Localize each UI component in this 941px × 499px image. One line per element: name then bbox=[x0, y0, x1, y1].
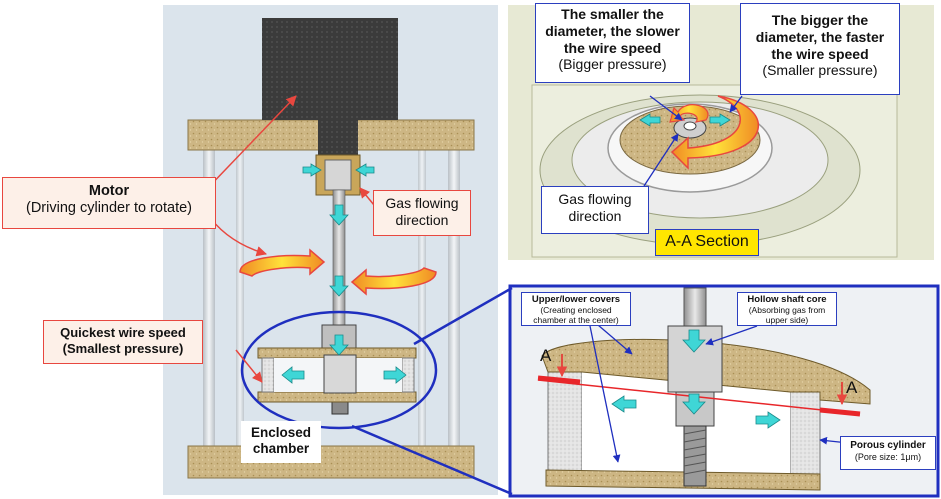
cyan-arrow-icon bbox=[639, 113, 661, 127]
section-leader-lines bbox=[643, 95, 743, 187]
hollow-sub1: (Absorbing gas from bbox=[748, 304, 826, 315]
section-line-right-thick bbox=[819, 407, 861, 417]
section-gas-line2: direction bbox=[568, 207, 622, 224]
motor-callout: Motor (Driving cylinder to rotate) bbox=[2, 177, 216, 229]
motor-title: Motor bbox=[88, 183, 130, 199]
quickest-speed-callout: Quickest wire speed (Smallest pressure) bbox=[43, 320, 203, 364]
porous-wall-left bbox=[261, 357, 275, 393]
zoom-porous-right bbox=[789, 391, 821, 475]
smaller-line2: diameter, the slower bbox=[545, 22, 680, 39]
zoom-porous-left bbox=[547, 371, 583, 473]
enclosed-line1: Enclosed bbox=[250, 425, 312, 440]
bottom-cork-plate bbox=[187, 445, 475, 479]
bigger-diameter-callout: The bigger the diameter, the faster the … bbox=[740, 3, 900, 95]
motor-block bbox=[262, 18, 398, 120]
cyan-arrow-icon bbox=[355, 163, 375, 177]
smaller-line3: the wire speed bbox=[563, 39, 662, 56]
enclosed-chamber-label: Enclosed chamber bbox=[241, 421, 321, 463]
inner-left-rod bbox=[236, 150, 244, 450]
hollow-title: Hollow shaft core bbox=[747, 294, 827, 305]
section-gas-line1: Gas flowing bbox=[558, 191, 632, 207]
section-label-badge: A-A Section bbox=[655, 229, 759, 256]
smaller-diameter-callout: The smaller the diameter, the slower the… bbox=[535, 3, 690, 83]
coupling-core bbox=[324, 159, 352, 191]
porous-cylinder-callout: Porous cylinder (Pore size: 1μm) bbox=[840, 436, 936, 470]
yellow-rotation-arrow-icon bbox=[670, 95, 760, 170]
hollow-shaft-callout: Hollow shaft core (Absorbing gas from up… bbox=[737, 292, 837, 326]
covers-sub2: chamber at the center) bbox=[533, 314, 619, 325]
highlight-ellipse bbox=[240, 310, 438, 430]
cyan-arrow-icon bbox=[329, 204, 349, 226]
bigger-line2: diameter, the faster bbox=[755, 28, 885, 45]
bigger-sub: (Smaller pressure) bbox=[762, 62, 878, 79]
main-flow-arrows bbox=[281, 163, 407, 384]
enclosed-line2: chamber bbox=[252, 441, 310, 457]
cyan-arrow-icon bbox=[281, 366, 305, 384]
smaller-line1: The smaller the bbox=[561, 6, 664, 22]
cyan-arrow-icon bbox=[329, 275, 349, 297]
smaller-sub: (Bigger pressure) bbox=[558, 56, 667, 73]
main-apparatus-view bbox=[163, 5, 498, 495]
section-gas-flow-callout: Gas flowing direction bbox=[541, 186, 649, 234]
hub-body-front bbox=[323, 354, 357, 394]
motor-subtitle: (Driving cylinder to rotate) bbox=[26, 200, 192, 217]
covers-title: Upper/lower covers bbox=[531, 294, 621, 305]
zoom-lower-cover bbox=[545, 469, 821, 491]
quickest-line1: Quickest wire speed bbox=[60, 325, 186, 340]
center-shaft-hole bbox=[683, 121, 697, 131]
gas-flow-callout: Gas flowing direction bbox=[373, 190, 471, 236]
porous-title: Porous cylinder bbox=[850, 440, 926, 451]
section-letter-left: A bbox=[540, 346, 552, 365]
bigger-line1: The bigger the bbox=[771, 12, 869, 28]
zoom-flow-arrows bbox=[611, 329, 781, 429]
covers-callout: Upper/lower covers (Creating enclosed ch… bbox=[521, 292, 631, 326]
gas-flow-text: Gas flowing direction bbox=[385, 195, 459, 228]
yellow-rotation-arrow-icon bbox=[239, 248, 326, 277]
main-rotation-arrows bbox=[239, 248, 437, 296]
cyan-arrow-icon bbox=[329, 334, 349, 356]
cyan-arrow-icon bbox=[682, 393, 706, 415]
zoom-screw-threads bbox=[683, 429, 707, 475]
section-flow-arrows bbox=[639, 113, 731, 127]
quickest-line2: (Smallest pressure) bbox=[62, 340, 184, 356]
yellow-rotation-arrow-icon bbox=[350, 267, 437, 296]
porous-sub: (Pore size: 1μm) bbox=[854, 452, 922, 462]
hollow-sub2: upper side) bbox=[765, 314, 809, 325]
cyan-arrow-icon bbox=[611, 395, 637, 413]
cyan-arrow-icon bbox=[682, 329, 706, 353]
cyan-arrow-icon bbox=[383, 366, 407, 384]
covers-sub1: (Creating enclosed bbox=[540, 304, 612, 315]
cyan-arrow-icon bbox=[755, 411, 781, 429]
section-letter-right: A bbox=[846, 378, 858, 397]
inner-right-rod bbox=[418, 150, 426, 450]
cyan-arrow-icon bbox=[709, 113, 731, 127]
section-line-left-thick bbox=[537, 375, 581, 385]
bigger-line3: the wire speed bbox=[771, 45, 869, 62]
cyan-arrow-icon bbox=[302, 163, 322, 177]
zoom-connector-lines bbox=[351, 286, 513, 496]
zoom-shaft bbox=[683, 287, 707, 329]
